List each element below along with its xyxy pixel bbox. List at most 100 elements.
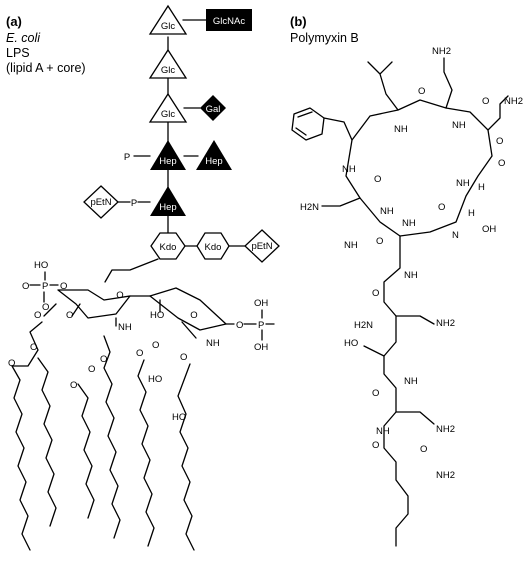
- panel-b-title: Polymyxin B: [290, 31, 359, 45]
- amide-nh-a: NH: [394, 124, 408, 135]
- amide-nh-c: NH: [342, 164, 356, 175]
- tail-carbonyl-o-2: O: [372, 388, 379, 399]
- kdo1-label: Kdo: [160, 242, 177, 253]
- tail-thr: [363, 345, 385, 357]
- acyl-chain-1: [11, 321, 43, 551]
- hep2-label: Hep: [159, 202, 176, 213]
- ester-links: [43, 299, 197, 339]
- amine-top-right: NH2: [504, 96, 523, 107]
- dab-side-chain-top: [443, 57, 453, 109]
- petn1-diamond: [83, 185, 119, 219]
- left-phosphate-o2: O: [42, 302, 49, 313]
- amide-nh-b: NH: [452, 120, 466, 131]
- thr-hydroxyl: OH: [482, 224, 496, 235]
- stereo-h-1: H: [478, 182, 485, 193]
- ester-o-3: O: [152, 340, 159, 351]
- acyl-o-4: O: [136, 348, 143, 359]
- left-phosphate-o1: O: [22, 281, 29, 292]
- thr-tail-hydroxyl: HO: [344, 338, 358, 349]
- glcn-ring-right: [149, 287, 227, 331]
- beta-hydroxyl-1: HO: [148, 374, 162, 385]
- phe-benzyl-link: [323, 117, 353, 141]
- tail-carbonyl-o-1: O: [372, 288, 379, 299]
- amide-nh-d: NH: [380, 206, 394, 217]
- tail-backbone: [383, 235, 409, 547]
- kdo2-label: Kdo: [205, 242, 222, 253]
- acyl-chain-2: [37, 357, 57, 527]
- amine-bottom: NH2: [436, 470, 455, 481]
- tail-nh-g: NH: [404, 376, 418, 387]
- carbonyl-o-5: O: [376, 236, 383, 247]
- glc-top-label: Glc: [161, 21, 176, 32]
- glcnac-label: GlcNAc: [213, 16, 245, 27]
- hep1-label: Hep: [159, 156, 176, 167]
- gal-diamond: [200, 95, 226, 121]
- acyl-chains: [11, 299, 197, 551]
- ring1-oxygen: O: [116, 290, 123, 301]
- phe-benzene-ring: [291, 107, 325, 141]
- petn2-label: pEtN: [251, 241, 272, 252]
- amine-low: NH2: [436, 424, 455, 435]
- acyl-o-1: O: [8, 358, 15, 369]
- acyl-chain-5: [137, 359, 155, 547]
- acyl-chain-6: [177, 363, 195, 551]
- acyl-o-2: O: [70, 380, 77, 391]
- glc-mid-label: Glc: [161, 65, 176, 76]
- right-phosphate-p: P: [258, 320, 264, 331]
- tail-nh-j: NH: [344, 240, 358, 251]
- panel-a-organism: E. coli: [6, 31, 41, 45]
- ester-o-1: O: [34, 310, 41, 321]
- hep1-triangle: [150, 140, 186, 170]
- glcnac-square: [206, 9, 252, 31]
- panel-a: (a) E. coli LPS (lipid A + core) Glc Glc…: [6, 4, 280, 551]
- acyl-o-5: O: [180, 352, 187, 363]
- carbonyl-o-6: O: [498, 158, 505, 169]
- acyl-chain-4: [103, 335, 121, 539]
- panel-b-label: (b): [290, 14, 307, 29]
- petn2-diamond: [244, 229, 280, 263]
- hep-side-triangle: [196, 140, 232, 170]
- kdo-to-lipid-a: [104, 258, 159, 283]
- hep1-phosphate: P: [124, 152, 130, 163]
- glc-top-triangle: [148, 4, 188, 35]
- amine-left: H2N: [300, 202, 319, 213]
- ring-ether-oxygen: O: [496, 136, 503, 147]
- left-phosphate-ho: HO: [34, 260, 48, 271]
- ring-n: N: [452, 230, 459, 241]
- panel-a-label: (a): [6, 14, 22, 29]
- amine-top: NH2: [432, 46, 451, 57]
- kdo2-hexagon: [196, 232, 230, 260]
- gal-label: Gal: [206, 104, 221, 115]
- glc-low-triangle: [148, 92, 188, 123]
- macrocycle-ring: [345, 99, 493, 237]
- carbonyl-o-3: O: [374, 174, 381, 185]
- kdo1-hexagon: [150, 232, 186, 260]
- amide-nh-2: NH: [206, 338, 220, 349]
- amide-nh-e: NH: [456, 178, 470, 189]
- tail-nh-i: NH: [402, 218, 416, 229]
- ester-o-1b: O: [66, 310, 73, 321]
- ester-o-2: O: [30, 342, 37, 353]
- phe-benzene-double: [295, 111, 313, 136]
- carbonyl-o-1: O: [418, 86, 425, 97]
- beta-hydroxyl-2: HO: [172, 412, 186, 423]
- panel-a-molecule: LPS: [6, 46, 30, 60]
- glc-low-label: Glc: [161, 109, 176, 120]
- glc-mid-triangle: [148, 48, 188, 79]
- carbonyl-o-2: O: [482, 96, 489, 107]
- dab-side-chain-right: [487, 95, 509, 131]
- right-phosphate-o: O: [236, 320, 243, 331]
- carbonyl-o-4: O: [438, 202, 445, 213]
- petn1-label: pEtN: [90, 197, 111, 208]
- ester-o-3b: O: [88, 364, 95, 375]
- panel-a-subtitle: (lipid A + core): [6, 61, 86, 75]
- ring-hydroxyl: HO: [150, 310, 164, 321]
- amide-nh-1: NH: [118, 322, 132, 333]
- tail-carbonyl-o-3: O: [420, 444, 427, 455]
- hep2-triangle: [150, 186, 186, 216]
- left-phosphate-o3: O: [60, 281, 67, 292]
- dab-side-chain-left: [321, 197, 361, 207]
- tail-nh-h: NH: [376, 426, 390, 437]
- tail-dab-1: [395, 315, 435, 325]
